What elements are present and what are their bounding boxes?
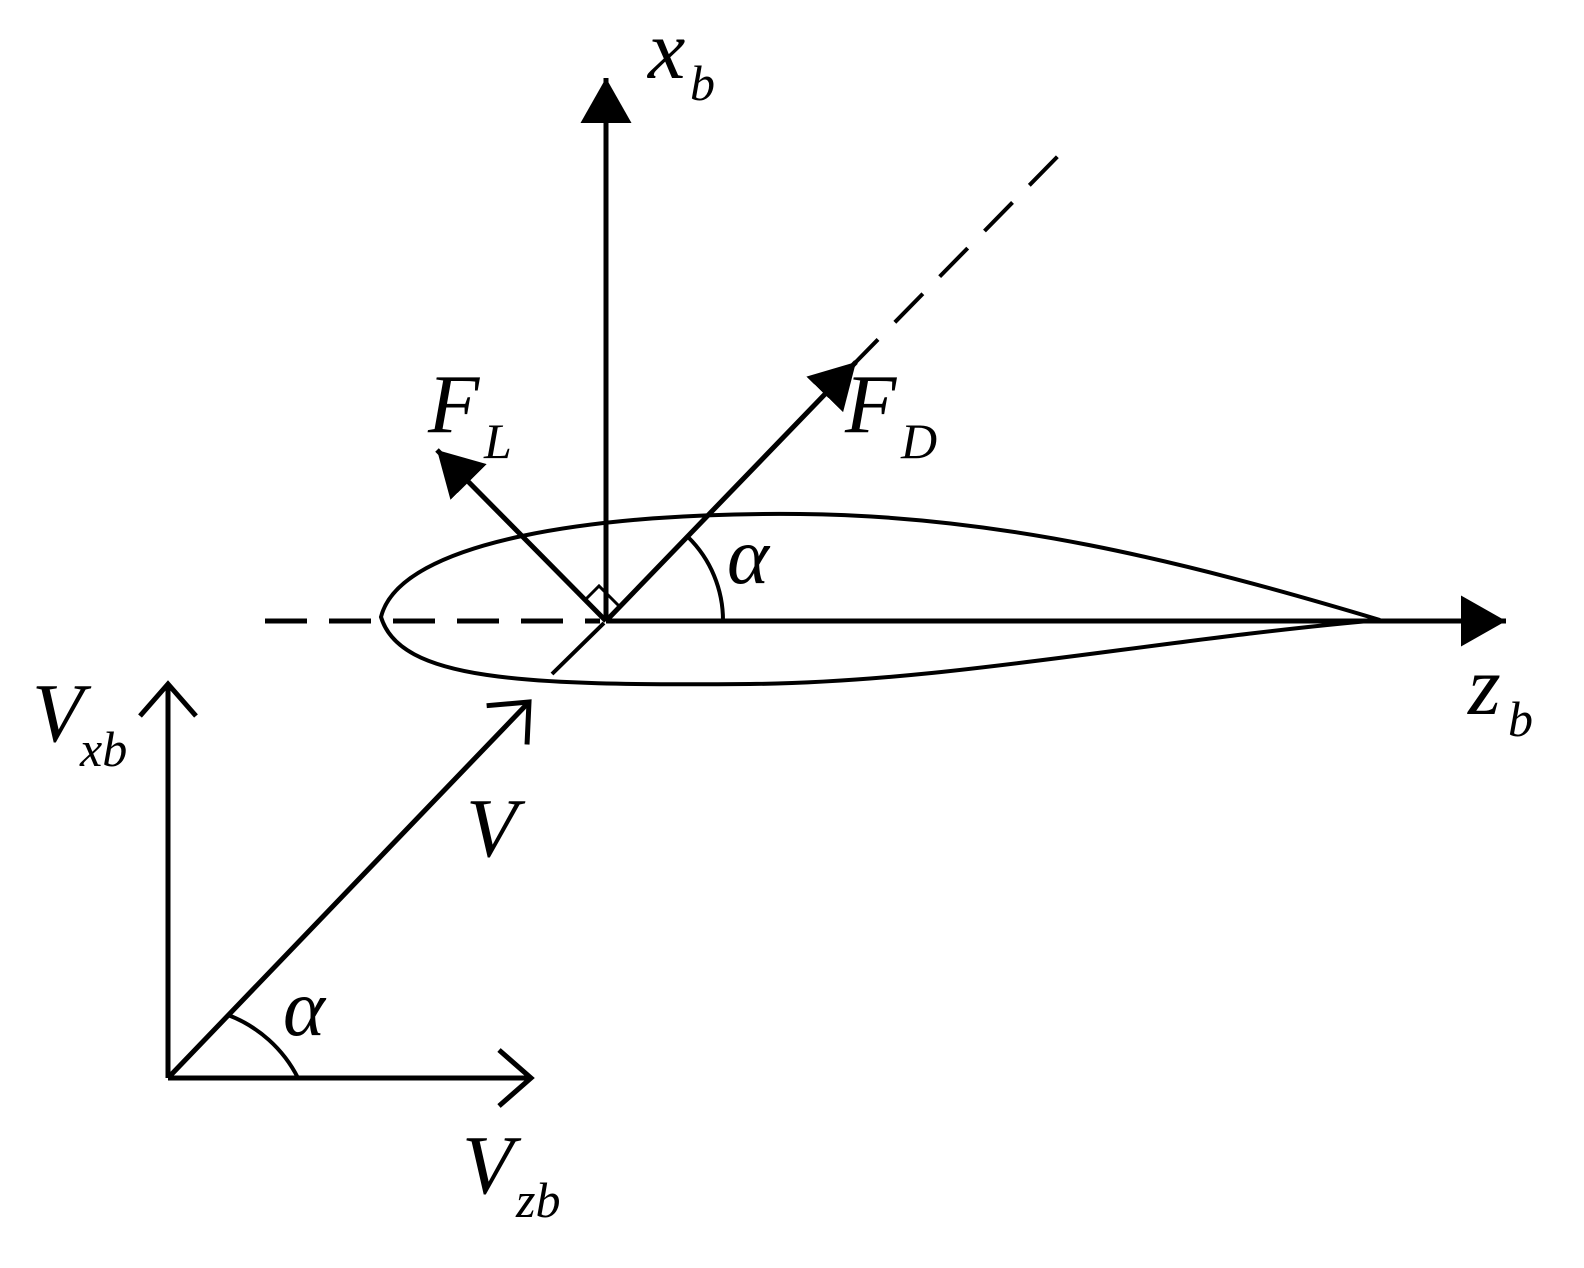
drag-label: F — [844, 358, 898, 451]
alpha-label-top: α — [727, 513, 771, 601]
x-axis-label: x — [646, 4, 685, 97]
drag-subscript: D — [900, 413, 937, 469]
v-xb-label: V — [32, 667, 92, 760]
right-angle-marker — [583, 583, 622, 609]
v-zb-label: V — [462, 1119, 522, 1212]
alpha-arc-top — [686, 535, 726, 622]
flow-direction-dashed-upper — [848, 150, 1064, 370]
v-xb-subscript: xb — [79, 721, 127, 777]
velocity-label: V — [466, 782, 526, 875]
velocity-arrow — [166, 699, 532, 1080]
airfoil-profile — [378, 511, 1381, 687]
drag-force-arrow — [604, 360, 858, 623]
z-axis-subscript: b — [1508, 691, 1533, 747]
flow-direction-dashed-lower — [550, 621, 606, 676]
v-zb-subscript: zb — [515, 1172, 560, 1228]
z-axis-label: z — [1467, 640, 1501, 733]
lift-force-arrow — [435, 448, 608, 623]
x-axis-subscript: b — [690, 55, 715, 111]
alpha-arc-bottom — [227, 1013, 300, 1079]
lift-subscript: L — [483, 413, 512, 469]
lift-label: F — [427, 358, 481, 451]
alpha-label-bottom: α — [283, 965, 327, 1053]
